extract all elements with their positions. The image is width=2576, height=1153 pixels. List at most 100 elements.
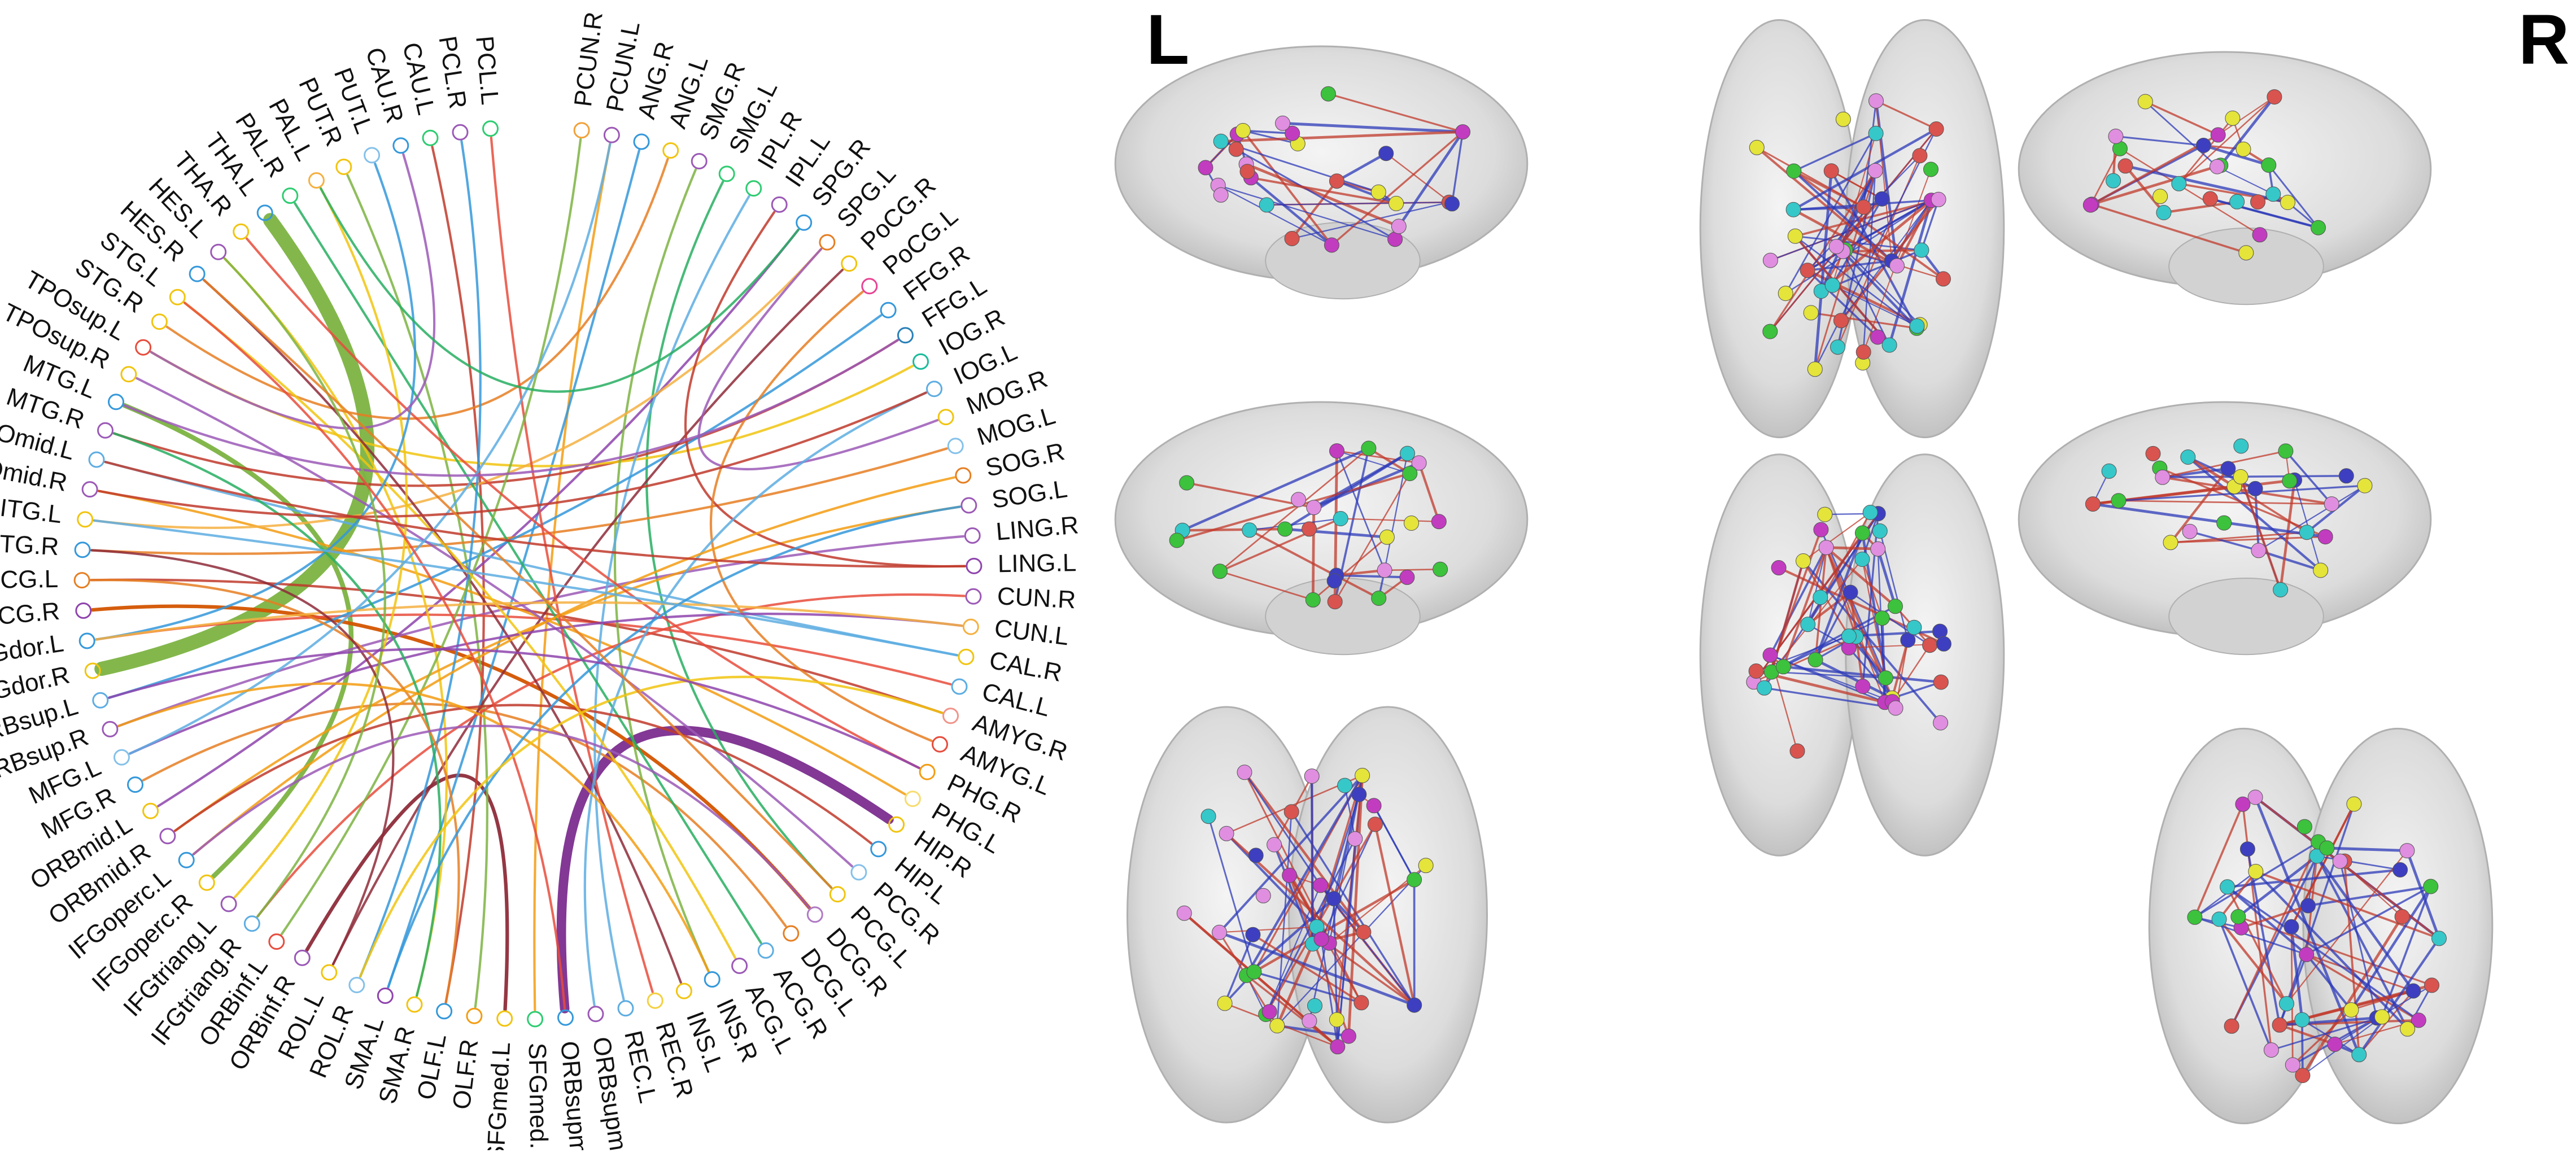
chord-node [350,978,364,993]
chord-node [93,693,108,707]
chord-node [407,997,422,1012]
brain-node [1302,522,1317,536]
brain-node [2311,220,2326,235]
brain-node [1933,675,1948,689]
brain-node [2188,910,2202,924]
brain-node [1833,313,1848,328]
brain-node [1936,636,1951,651]
brain-views-panel: L R [1107,0,2576,1150]
brain-node [2153,189,2168,204]
chord-node [933,737,948,752]
brain-node [1878,671,1893,685]
brain-node [2233,469,2248,484]
chord-node [136,340,151,355]
brain-node [2347,797,2361,811]
brain-node [2252,228,2267,242]
chord-node [920,765,935,779]
brain-node [1368,817,1382,832]
brain-node [1352,787,1366,802]
brain-node [1831,340,1845,355]
brain-node [2234,439,2248,453]
chord-node [394,138,408,153]
brain-node [2248,864,2263,879]
brain-node [1201,809,1216,824]
brain-node [2196,138,2211,153]
brain-node [1808,653,1823,667]
brain-node [2106,173,2121,188]
brain-node [2211,128,2225,142]
chord-node [948,439,963,453]
brain-node [1819,540,1833,555]
brain-node [2221,461,2236,476]
brain-node [1404,516,1419,531]
brain-node [2285,1058,2300,1072]
brain-view-sagittal-right-upper [2019,52,2431,304]
brain-view-sagittal-left-upper [1115,46,1527,299]
brain-node [1379,530,1394,544]
chord-edge [175,506,960,831]
brain-node [2240,842,2255,857]
brain-node [2299,947,2314,962]
chord-node [378,989,392,1003]
brain-node [1786,202,1801,217]
cerebellum-surface [2169,228,2324,304]
brain-node [1219,826,1234,841]
brain-node [1763,253,1778,268]
brain-node [1855,552,1870,567]
chord-node-label: SFGmed.R [523,1042,553,1150]
chord-edges [91,138,965,1010]
brain-node [1285,232,1299,246]
brain-view-coronal-front [1128,707,1487,1123]
chord-node-label: ITG.R [0,530,60,561]
chord-node [574,123,589,138]
brain-node [1372,591,1386,606]
brain-node [2280,997,2294,1011]
brain-node [1776,660,1791,674]
brain-node [1800,263,1815,278]
brain-node [2210,159,2225,174]
brain-node [1890,259,1905,273]
chord-node-label: OLF.R [448,1038,484,1111]
brain-node [1856,344,1871,359]
brain-node [1814,522,1828,537]
brain-node [1324,238,1339,252]
brain-node [1326,892,1341,906]
chord-node [211,244,226,259]
brain-node [2352,1047,2367,1062]
chord-node [283,189,298,203]
brain-node [2425,978,2439,993]
brain-node [1247,964,1261,979]
chord-diagram: PCUN.RPCUN.LANG.RANG.LSMG.RSMG.LIPL.RIPL… [0,0,1107,1150]
brain-node [1259,198,1274,212]
brain-node [1366,798,1381,813]
chord-node [807,907,822,922]
chord-node [128,778,143,792]
brain-node [1267,837,1282,852]
brain-views [1107,0,2576,1150]
brain-node [2424,879,2438,894]
brain-edge [1312,776,1313,944]
brain-node [1321,86,1335,101]
chord-node [98,423,113,438]
brain-node [2318,530,2333,544]
brain-node [1246,927,1260,942]
brain-node [1371,185,1386,199]
chord-node [75,573,89,588]
brain-node [1771,561,1786,575]
brain-node [2267,90,2282,104]
chord-edge [124,340,898,475]
brain-node [1749,140,1764,155]
chord-node [967,558,981,573]
brain-node [1788,229,1802,243]
brain-node [1433,562,1448,576]
brain-node [1314,932,1329,946]
brain-node [1813,590,1828,605]
chord-node [337,160,351,174]
brain-node [1868,126,1883,141]
brain-node [1388,232,1403,247]
brain-node [2333,854,2347,868]
brain-node [1875,611,1889,626]
brain-edge [1385,569,1440,570]
chord-node [772,197,787,212]
brain-node [1763,648,1778,662]
